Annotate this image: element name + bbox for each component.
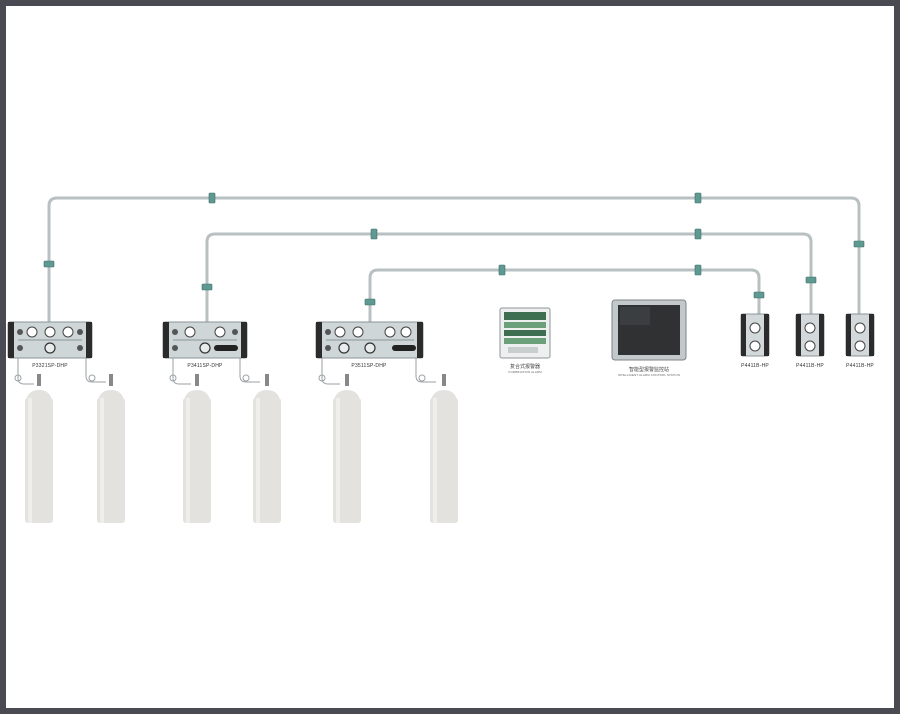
pipe-line-3	[368, 268, 761, 328]
pipe-clamp	[694, 264, 702, 276]
pipe-clamp	[208, 192, 216, 204]
pou-model-label-3: P4411B-HP	[846, 363, 874, 369]
gas-cylinder	[183, 374, 211, 523]
pipe-line-1	[47, 196, 861, 328]
pipe-clamp	[498, 264, 506, 276]
station-label-en: INTELLIGENT ALARM CONTROL STATION	[617, 373, 681, 377]
regulator-icon	[364, 342, 376, 354]
gas-cylinder	[25, 374, 53, 523]
valve-icon	[232, 329, 238, 335]
pressure-gauge-icon	[804, 322, 816, 334]
valve-icon	[17, 345, 23, 351]
pipe-clamp	[201, 283, 213, 291]
pressure-gauge-icon	[214, 326, 226, 338]
gas-cylinder	[97, 374, 125, 523]
panel-model-label-3: P3511SP-DHP	[351, 363, 387, 369]
valve-handle-icon	[392, 345, 416, 351]
pressure-gauge-icon	[804, 340, 816, 352]
pigtail-hose	[85, 358, 106, 383]
pressure-gauge-icon	[334, 326, 346, 338]
pressure-gauge-icon	[854, 340, 866, 352]
pressure-gauge-icon	[854, 322, 866, 334]
panel-model-label-2: P3411SP-DHP	[187, 363, 223, 369]
pigtail-hose	[17, 358, 34, 385]
pigtail-hose	[239, 358, 260, 383]
pipe-clamp	[43, 260, 55, 268]
gas-supply-system-diagram	[7, 192, 875, 523]
pigtail-hose	[321, 358, 340, 385]
regulator-icon	[199, 342, 211, 354]
manifold-panel-1	[7, 321, 93, 359]
pigtail-hose	[415, 358, 436, 383]
regulator-icon	[338, 342, 350, 354]
station-label-cn: 智能型报警监控站	[628, 367, 669, 373]
pressure-gauge-icon	[749, 322, 761, 334]
pipe-clamp	[694, 228, 702, 240]
pressure-gauge-icon	[62, 326, 74, 338]
pressure-gauge-icon	[400, 326, 412, 338]
pigtail-hoses	[14, 358, 436, 385]
pipe-clamps	[43, 192, 865, 306]
diagram-frame: P3321SP-DHP P3411SP-DHP P3511SP-DHP 复合式报…	[6, 6, 894, 708]
pressure-gauge-icon	[44, 326, 56, 338]
pipelines	[47, 196, 861, 328]
control-station-monitor	[611, 299, 687, 361]
valve-icon	[77, 329, 83, 335]
pipe-clamp	[364, 298, 376, 306]
gas-cylinder	[430, 374, 458, 523]
valve-icon	[17, 329, 23, 335]
regulator-icon	[44, 342, 56, 354]
pressure-gauge-icon	[749, 340, 761, 352]
alarm-label-cn: 复合式报警器	[509, 364, 540, 370]
manifold-panel-2	[162, 321, 248, 359]
gas-cylinder	[253, 374, 281, 523]
point-of-use-panel-1	[740, 313, 770, 357]
valve-icon	[172, 345, 178, 351]
pressure-gauge-icon	[26, 326, 38, 338]
panel-model-label-1: P3321SP-DHP	[32, 363, 68, 369]
pressure-gauge-icon	[184, 326, 196, 338]
pipe-clamp	[753, 291, 765, 299]
manifold-panel-3	[315, 321, 424, 359]
pressure-gauge-icon	[352, 326, 364, 338]
pipe-clamp	[694, 192, 702, 204]
pou-model-label-2: P4411B-HP	[796, 363, 824, 369]
gas-cylinders	[25, 374, 458, 523]
valve-icon	[325, 345, 331, 351]
pressure-gauge-icon	[384, 326, 396, 338]
alarm-label-en: COMBINATION ALARM	[508, 370, 542, 374]
valve-icon	[172, 329, 178, 335]
point-of-use-panel-2	[795, 313, 825, 357]
pipe-line-2	[205, 232, 813, 328]
point-of-use-panel-3	[845, 313, 875, 357]
valve-icon	[325, 329, 331, 335]
valve-handle-icon	[214, 345, 238, 351]
valve-icon	[77, 345, 83, 351]
pipe-clamp	[853, 240, 865, 248]
pou-model-label-1: P4411B-HP	[741, 363, 769, 369]
combination-alarm-unit	[499, 307, 551, 359]
pigtail-hose	[172, 358, 191, 385]
pipe-clamp	[370, 228, 378, 240]
pipe-clamp	[805, 276, 817, 284]
gas-cylinder	[333, 374, 361, 523]
